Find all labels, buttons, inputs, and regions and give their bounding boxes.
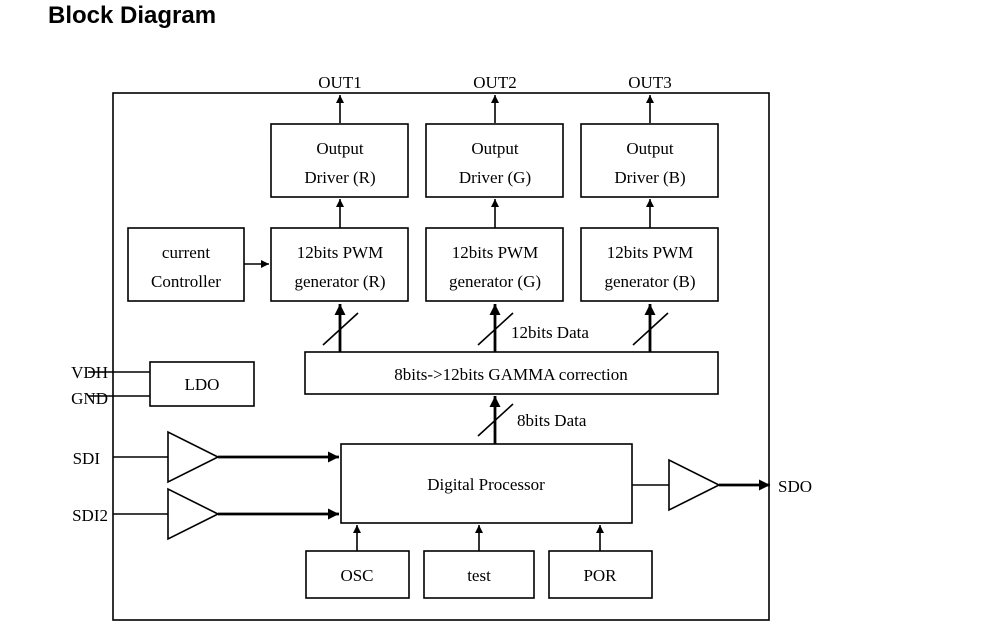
vdh-pin-label: VDH xyxy=(71,363,108,382)
output-driver-b xyxy=(580,123,719,198)
sdo-buffer-icon xyxy=(668,458,721,512)
current-controller-line2: Controller xyxy=(151,272,221,291)
sdi-pin-label: SDI xyxy=(73,449,101,468)
output-driver-g xyxy=(425,123,564,198)
digital-processor-label: Digital Processor xyxy=(427,475,545,494)
bus-12bit-r-slash xyxy=(322,312,359,346)
ldo-label: LDO xyxy=(185,375,220,394)
output-driver-b-line1: Output xyxy=(626,139,674,158)
output-driver-g-line2: Driver (G) xyxy=(459,168,531,187)
bus-8bit-label: 8bits Data xyxy=(517,411,587,430)
pwm-generator-b-line1: 12bits PWM xyxy=(607,243,693,262)
output-driver-r-line1: Output xyxy=(316,139,364,158)
gnd-pin-label: GND xyxy=(71,389,108,408)
osc-label: OSC xyxy=(340,566,373,585)
sdi2-pin-label: SDI2 xyxy=(72,506,108,525)
gamma-correction-label: 8bits->12bits GAMMA correction xyxy=(394,365,628,384)
bus-12bit-b-slash xyxy=(632,312,669,346)
output-driver-r xyxy=(270,123,409,198)
out1-label: OUT1 xyxy=(318,73,361,92)
current-controller-line1: current xyxy=(162,243,210,262)
digital-processor xyxy=(340,443,633,524)
bus-12bit-g-slash xyxy=(477,312,514,346)
pwm-generator-r xyxy=(270,227,409,302)
por-label: POR xyxy=(583,566,617,585)
page-title: Block Diagram xyxy=(48,2,217,29)
current-controller xyxy=(127,227,245,302)
sdi2-buffer-icon xyxy=(167,487,220,541)
output-driver-b-line2: Driver (B) xyxy=(614,168,685,187)
out2-label: OUT2 xyxy=(473,73,516,92)
pwm-generator-g-line2: generator (G) xyxy=(449,272,541,291)
output-driver-g-line1: Output xyxy=(471,139,519,158)
pwm-generator-g xyxy=(425,227,564,302)
test-label: test xyxy=(467,566,491,585)
output-driver-r-line2: Driver (R) xyxy=(304,168,375,187)
gamma-correction xyxy=(304,351,719,395)
pwm-generator-r-line2: generator (R) xyxy=(294,272,385,291)
sdi-buffer-icon xyxy=(167,430,220,484)
bus-8bit-slash xyxy=(477,403,514,437)
pwm-generator-b xyxy=(580,227,719,302)
pwm-generator-g-line1: 12bits PWM xyxy=(452,243,538,262)
bus-12bit-label: 12bits Data xyxy=(511,323,589,342)
sdo-pin-label: SDO xyxy=(778,477,812,496)
pwm-generator-b-line2: generator (B) xyxy=(604,272,695,291)
out3-label: OUT3 xyxy=(628,73,671,92)
por-block xyxy=(548,550,653,599)
ldo xyxy=(149,361,255,407)
pwm-generator-r-line1: 12bits PWM xyxy=(297,243,383,262)
